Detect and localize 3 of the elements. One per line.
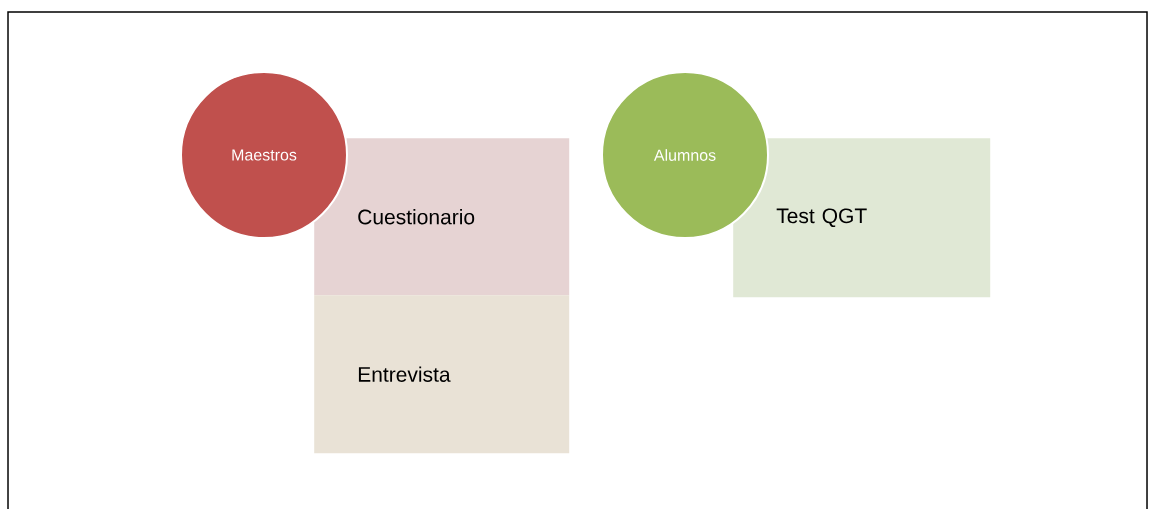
text-box: Entrevista [314,295,570,454]
text-box: Test QGT [733,138,991,298]
text-box: Cuestionario [314,138,570,296]
